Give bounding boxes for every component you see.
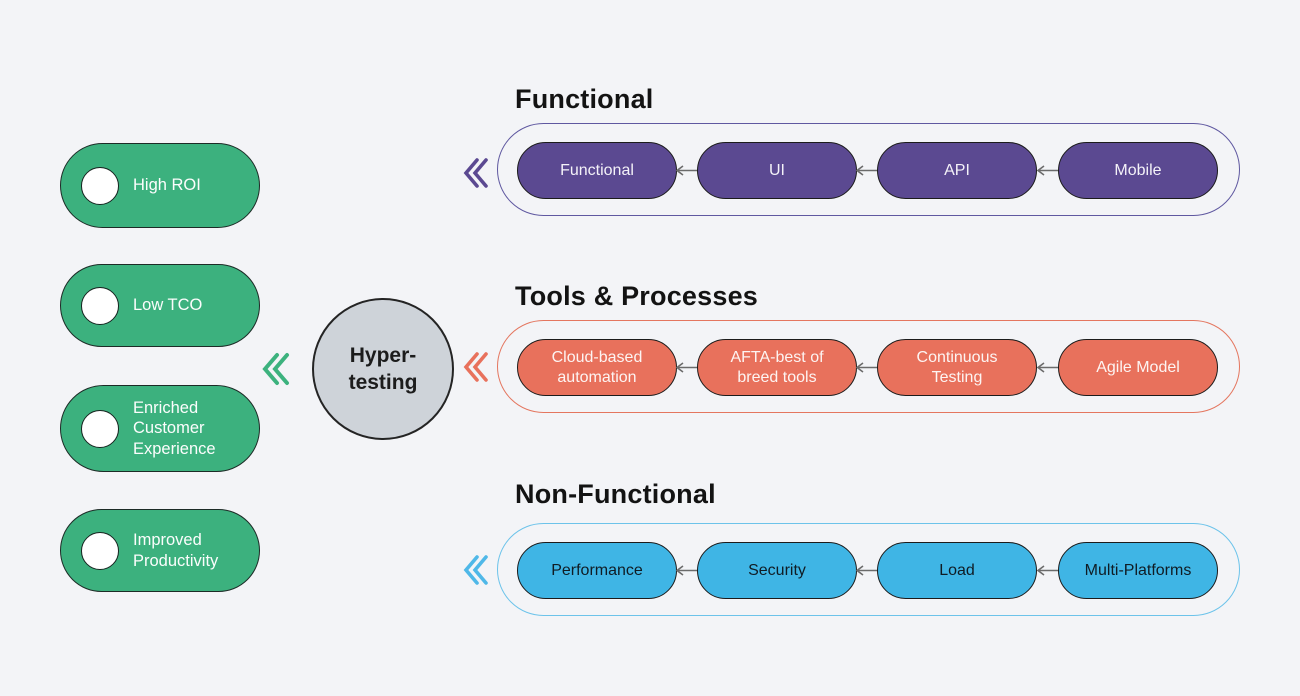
arrow-left-icon bbox=[1036, 361, 1058, 374]
node-pill-api: API bbox=[877, 142, 1037, 199]
benefit-pill-high-roi: High ROI bbox=[60, 143, 260, 228]
node-pill-mobile: Mobile bbox=[1058, 142, 1218, 199]
double-chevron-left-icon bbox=[260, 350, 290, 388]
benefit-label: Enriched Customer Experience bbox=[133, 398, 216, 458]
functional-track: Functional UI API Mobile bbox=[497, 123, 1240, 216]
bullet-circle-icon bbox=[81, 166, 119, 205]
node-pill-security: Security bbox=[697, 542, 857, 599]
node-pill-cloud-based-automation: Cloud-based automation bbox=[517, 339, 677, 396]
arrow-left-icon bbox=[675, 564, 697, 577]
node-pill-performance: Performance bbox=[517, 542, 677, 599]
bullet-circle-icon bbox=[81, 286, 119, 325]
arrow-left-icon bbox=[855, 164, 877, 177]
section-title-tools-processes: Tools & Processes bbox=[515, 281, 758, 311]
arrow-left-icon bbox=[675, 164, 697, 177]
benefit-pill-enriched-customer-experience: Enriched Customer Experience bbox=[60, 385, 260, 472]
benefit-pill-improved-productivity: Improved Productivity bbox=[60, 509, 260, 592]
double-chevron-left-icon bbox=[462, 350, 488, 384]
arrow-left-icon bbox=[855, 564, 877, 577]
arrow-left-icon bbox=[1036, 164, 1058, 177]
node-pill-functional: Functional bbox=[517, 142, 677, 199]
arrow-left-icon bbox=[855, 361, 877, 374]
node-pill-agile-model: Agile Model bbox=[1058, 339, 1218, 396]
benefit-pill-low-tco: Low TCO bbox=[60, 264, 260, 347]
non-functional-track: Performance Security Load Multi-Platform… bbox=[497, 523, 1240, 616]
benefit-label: High ROI bbox=[133, 176, 201, 195]
node-pill-ui: UI bbox=[697, 142, 857, 199]
node-pill-afta-best-of-breed-tools: AFTA-best of breed tools bbox=[697, 339, 857, 396]
arrow-left-icon bbox=[1036, 564, 1058, 577]
tools-processes-track: Cloud-based automation AFTA-best of bree… bbox=[497, 320, 1240, 413]
arrow-left-icon bbox=[675, 361, 697, 374]
bullet-circle-icon bbox=[81, 409, 119, 448]
hub-label-line2: testing bbox=[348, 371, 418, 394]
node-pill-load: Load bbox=[877, 542, 1037, 599]
node-pill-multi-platforms: Multi-Platforms bbox=[1058, 542, 1218, 599]
hub-circle-hypertesting: Hyper- testing bbox=[312, 298, 454, 440]
section-title-non-functional: Non-Functional bbox=[515, 479, 716, 509]
double-chevron-left-icon bbox=[462, 156, 488, 190]
bullet-circle-icon bbox=[81, 531, 119, 570]
double-chevron-left-icon bbox=[462, 553, 488, 587]
node-pill-continuous-testing: Continuous Testing bbox=[877, 339, 1037, 396]
benefit-label: Low TCO bbox=[133, 296, 203, 315]
benefit-label: Improved Productivity bbox=[133, 530, 219, 570]
section-title-functional: Functional bbox=[515, 84, 654, 114]
hub-label-line1: Hyper- bbox=[349, 343, 417, 367]
